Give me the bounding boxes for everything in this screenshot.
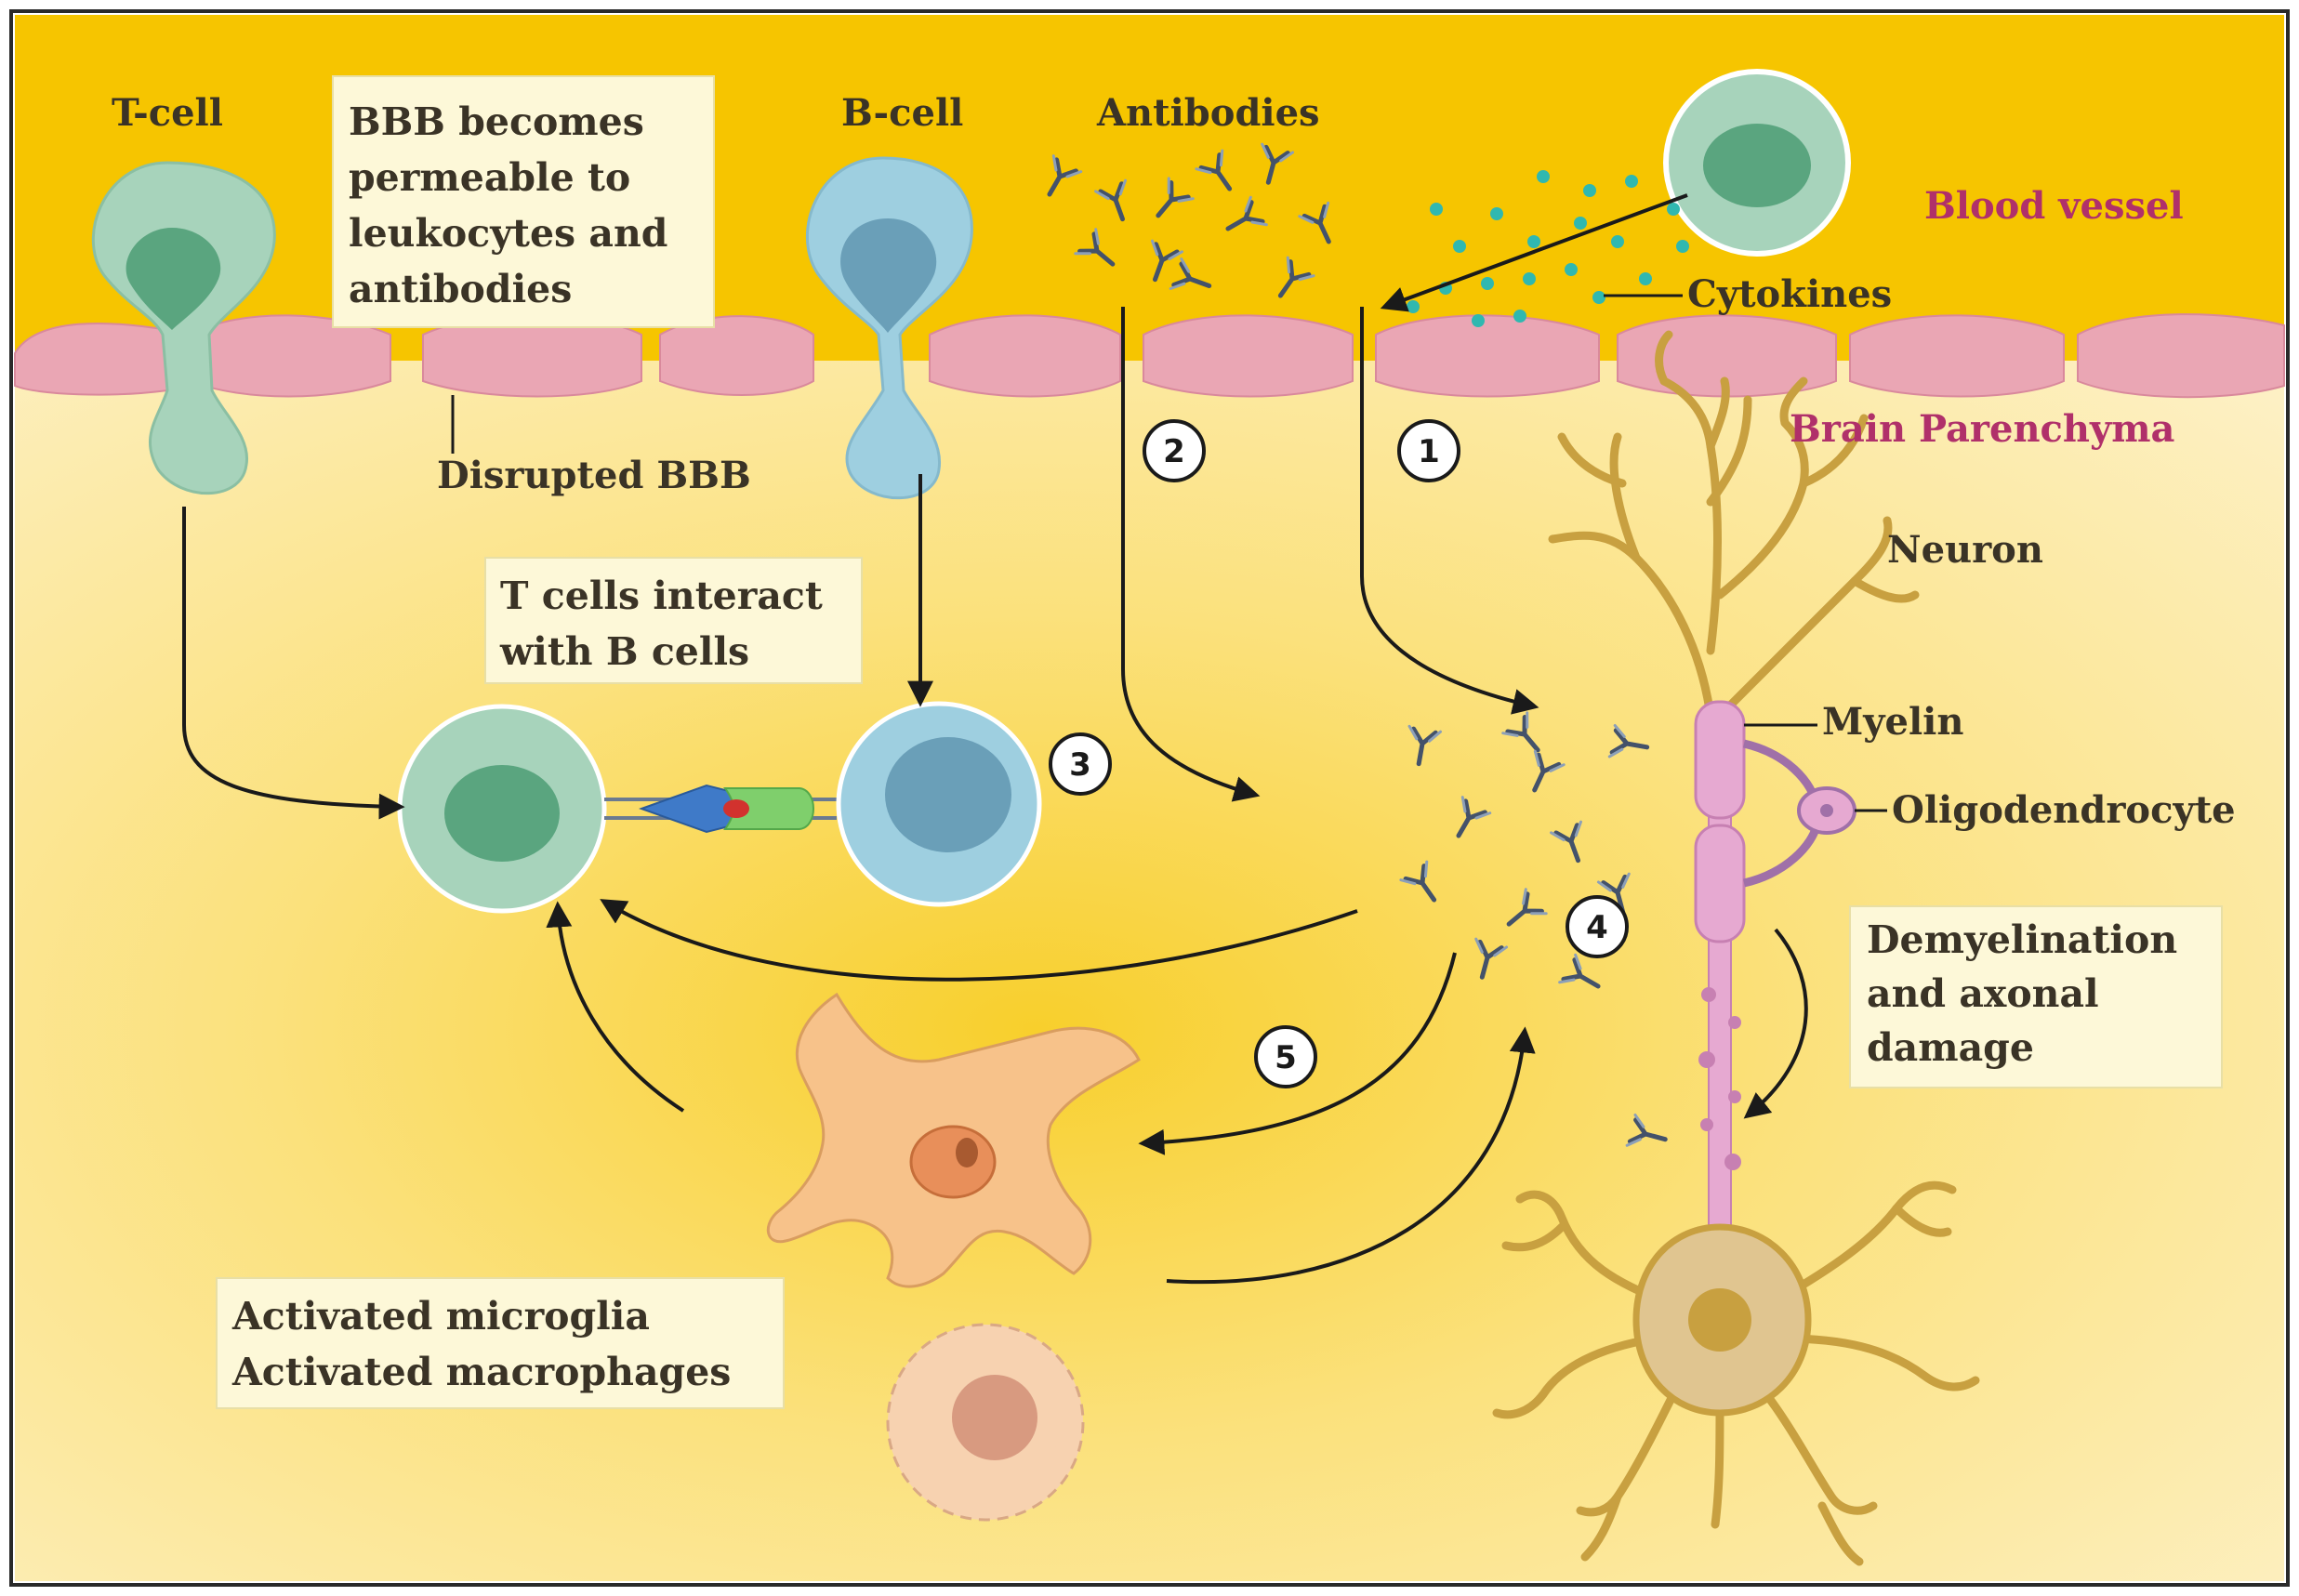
t-cell-migrating — [91, 161, 276, 495]
leader-lines — [451, 294, 1887, 812]
t-cell-activated — [397, 704, 607, 914]
b-cell-migrating — [805, 156, 973, 500]
demyelination-box: Demyelination and axonal damage — [1849, 905, 2223, 1088]
arrow-microglia-to-tcell — [546, 901, 685, 1113]
endothelial-layer — [14, 313, 2285, 399]
demyelination-line-1: Demyelination — [1867, 917, 2177, 962]
demyelination-line-2: and axonal — [1867, 971, 2099, 1016]
arrow-step1 — [1360, 307, 1539, 715]
arrows — [182, 193, 1808, 1285]
arrow-step5 — [1138, 952, 1457, 1155]
neuron-label: Neuron — [1887, 528, 2043, 572]
brain-parenchyma-label: Brain Parenchyma — [1790, 407, 2174, 451]
step-marker-4: 4 — [1566, 895, 1629, 958]
myelin-sheath-1 — [1694, 700, 1746, 820]
b-cell-label: B-cell — [841, 91, 963, 135]
arrow-tcell-down — [182, 507, 405, 820]
step-marker-5: 5 — [1254, 1025, 1317, 1088]
microglia-line-1: Activated microglia — [231, 1294, 650, 1339]
blood-vessel-label: Blood vessel — [1924, 184, 2184, 228]
step-marker-1: 1 — [1397, 419, 1460, 482]
step-2-number: 2 — [1163, 433, 1185, 470]
t-b-receptor-complex — [604, 784, 837, 834]
t-cells-interact-box: T cells interact with B cells — [484, 557, 863, 684]
cytokines-label: Cytokines — [1687, 272, 1892, 316]
step-marker-3: 3 — [1049, 732, 1112, 796]
arrow-ab-to-tcell — [600, 899, 1358, 982]
bbb-permeable-box: BBB becomes permeable to leukocytes and … — [332, 75, 715, 328]
b-cell-activated — [836, 701, 1042, 907]
t-interact-line-1: T cells interact — [500, 574, 823, 618]
cytokine-releasing-cell — [1663, 69, 1851, 257]
myelin-sheath-2 — [1694, 824, 1746, 943]
activated-cells-box: Activated microglia Activated macrophage… — [216, 1277, 785, 1409]
bbb-box-line-1: BBB becomes — [349, 99, 644, 144]
bbb-box-line-2: permeable to — [349, 155, 630, 200]
step-marker-2: 2 — [1143, 419, 1206, 482]
neuron — [1492, 330, 1980, 1566]
step-3-number: 3 — [1069, 746, 1091, 784]
activated-macrophage — [886, 1323, 1085, 1522]
disrupted-bbb-label: Disrupted BBB — [437, 454, 751, 497]
arrow-cytokines — [1380, 193, 1688, 312]
step-4-number: 4 — [1586, 909, 1608, 946]
t-cell-label: T-cell — [112, 91, 223, 135]
myelin-label: Myelin — [1822, 700, 1963, 744]
antibodies-label: Antibodies — [1096, 91, 1320, 135]
arrow-demyelination — [1743, 928, 1808, 1119]
step-5-number: 5 — [1275, 1039, 1297, 1076]
oligodendrocyte-label: Oligodendrocyte — [1892, 788, 2236, 832]
bbb-box-line-4: antibodies — [349, 267, 572, 311]
microglia-line-2: Activated macrophages — [231, 1350, 731, 1394]
arrow-microglia-to-ab — [1166, 1026, 1536, 1285]
arrow-step2 — [1121, 307, 1261, 802]
bbb-box-line-3: leukocytes and — [349, 211, 667, 256]
demyelination-line-3: damage — [1867, 1025, 2034, 1070]
activated-microglia — [766, 992, 1141, 1288]
step-1-number: 1 — [1418, 433, 1440, 470]
t-interact-line-2: with B cells — [499, 629, 749, 674]
